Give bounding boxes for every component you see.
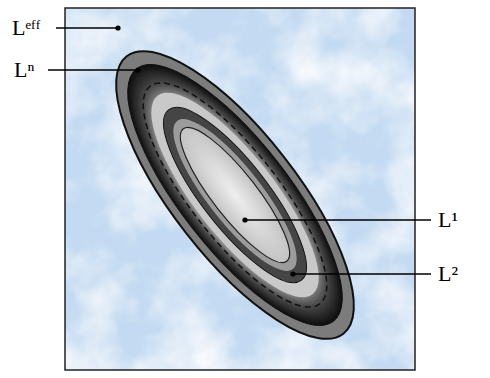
grey-layer	[156, 104, 314, 285]
dashed-boundary	[115, 59, 354, 331]
callout-label: Lⁿ	[14, 58, 34, 82]
effective-region	[65, 8, 415, 370]
light-layer	[126, 71, 344, 319]
layered-ellipse	[78, 18, 392, 372]
leader-dot	[135, 67, 140, 72]
inner-core	[166, 115, 304, 274]
leader-line	[56, 27, 118, 28]
callout-label: L¹	[438, 208, 458, 232]
dark-ring	[143, 90, 328, 301]
leader-line	[48, 69, 138, 70]
leader-line	[245, 219, 431, 220]
leader-line	[293, 273, 431, 274]
leader-dot	[290, 271, 295, 276]
gradient-layer	[94, 36, 376, 355]
outer-layer	[78, 18, 392, 372]
leader-dot	[115, 25, 120, 30]
callout-label: Lᵉᶠᶠ	[12, 16, 40, 40]
region-border	[65, 8, 415, 370]
callout-label: L²	[438, 262, 458, 286]
leader-dot	[242, 217, 247, 222]
